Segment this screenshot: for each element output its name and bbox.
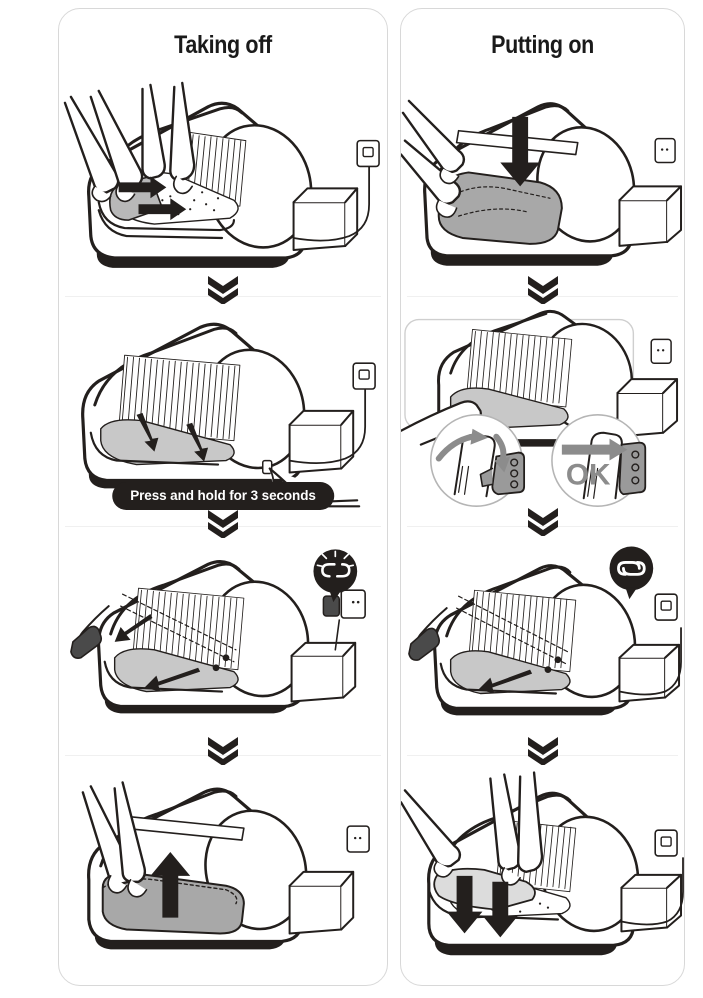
wall-outlet-icon (654, 592, 678, 621)
press-and-hold-badge: Press and hold for 3 seconds (112, 481, 334, 510)
step-insert-waste-drawer (401, 66, 684, 304)
connected-link-icon (609, 546, 654, 599)
wall-outlet-icon (356, 139, 380, 168)
step-remove-liner (59, 66, 387, 304)
steps-putting-on: OK (401, 66, 684, 985)
panel-title-taking-off: Taking off (174, 31, 272, 59)
wall-outlet-icon (346, 825, 370, 854)
panel-title-putting-on: Putting on (491, 31, 594, 59)
step-lift-waste-drawer (59, 755, 387, 985)
step-unplug-cord (59, 525, 387, 766)
step-plug-in-cord (401, 525, 684, 766)
steps-taking-off: Press and hold for 3 seconds (59, 66, 387, 985)
ok-label: OK (566, 458, 611, 491)
detail-circle-ok: OK (551, 413, 647, 507)
wall-outlet-icon (650, 338, 672, 364)
wall-outlet-icon (352, 362, 376, 390)
wall-outlet-icon (654, 829, 678, 858)
panel-taking-off: Taking off (58, 8, 388, 986)
broken-link-icon (313, 548, 358, 602)
wall-outlet-icon (340, 588, 366, 619)
detail-circle-rotate (429, 413, 526, 507)
step-press-and-hold: Press and hold for 3 seconds (59, 295, 387, 538)
step-press-liner-into-place (401, 755, 684, 985)
wall-outlet-icon (654, 137, 676, 164)
panel-putting-on: Putting on (400, 8, 685, 986)
step-align-latch-detail: OK (401, 295, 684, 536)
